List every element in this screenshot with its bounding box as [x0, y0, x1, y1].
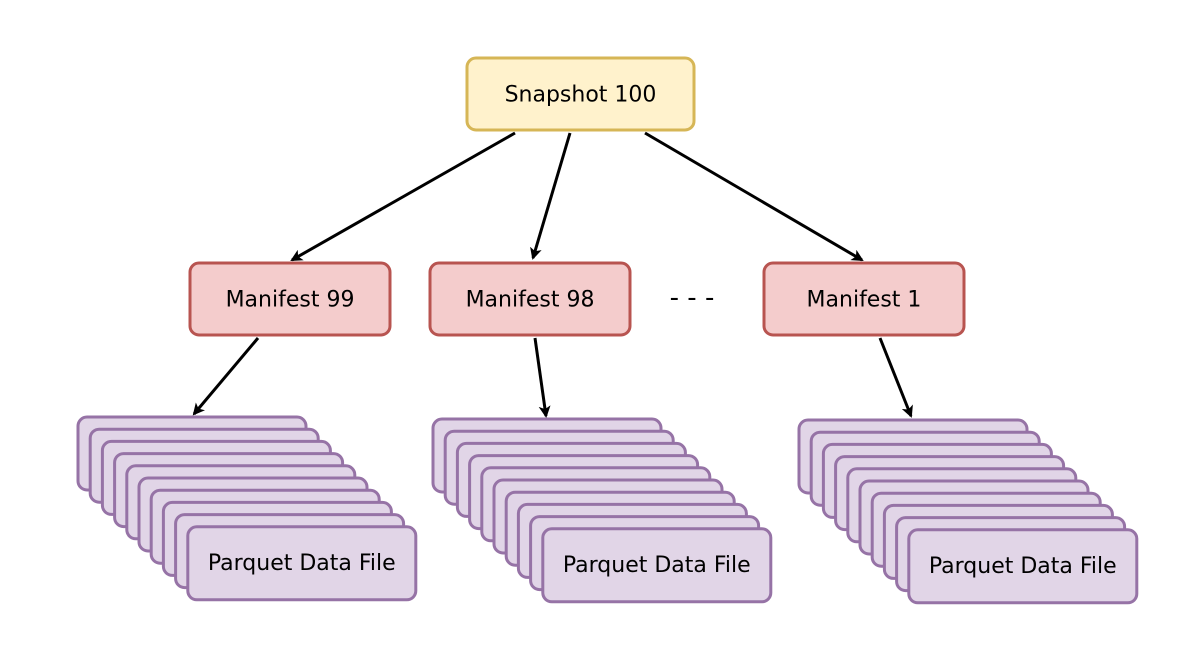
- manifest-node-98: Manifest 98: [428, 261, 632, 337]
- manifest-node-99: Manifest 99: [188, 261, 392, 337]
- manifest-label: Manifest 1: [807, 288, 922, 313]
- manifest-box: [428, 261, 632, 337]
- edge-snapshot-to-manifest-1: [644, 131, 864, 262]
- parquet-file-label: Parquet Data File: [208, 551, 396, 576]
- parquet-file-card: [541, 527, 773, 604]
- ellipsis: - - -: [670, 283, 715, 313]
- manifest-box: [762, 261, 966, 337]
- edge-snapshot-to-manifest-99: [290, 131, 516, 262]
- manifest-label: Manifest 98: [466, 288, 595, 313]
- parquet-file-card: [907, 528, 1139, 605]
- parquet-file-label: Parquet Data File: [563, 553, 751, 578]
- edge-snapshot-to-manifest-98: [530, 132, 572, 260]
- edge-manifest-1-to-files: [878, 337, 913, 418]
- snapshot-node: Snapshot 100: [465, 56, 696, 132]
- manifest-box: [188, 261, 392, 337]
- edge-manifest-98-to-files: [533, 337, 551, 418]
- parquet-file-label: Parquet Data File: [929, 554, 1117, 579]
- file-stack-manifest-99: Parquet Data File: [76, 415, 418, 602]
- manifest-node-1: Manifest 1: [762, 261, 966, 337]
- snapshot-box: [465, 56, 696, 132]
- edges: [192, 131, 913, 418]
- manifest-label: Manifest 99: [226, 288, 355, 313]
- parquet-file-card: [186, 525, 418, 602]
- edge-manifest-99-to-files: [192, 337, 260, 416]
- snapshot-label: Snapshot 100: [505, 83, 657, 108]
- file-stack-manifest-98: Parquet Data File: [431, 417, 773, 604]
- file-stack-manifest-1: Parquet Data File: [797, 418, 1139, 605]
